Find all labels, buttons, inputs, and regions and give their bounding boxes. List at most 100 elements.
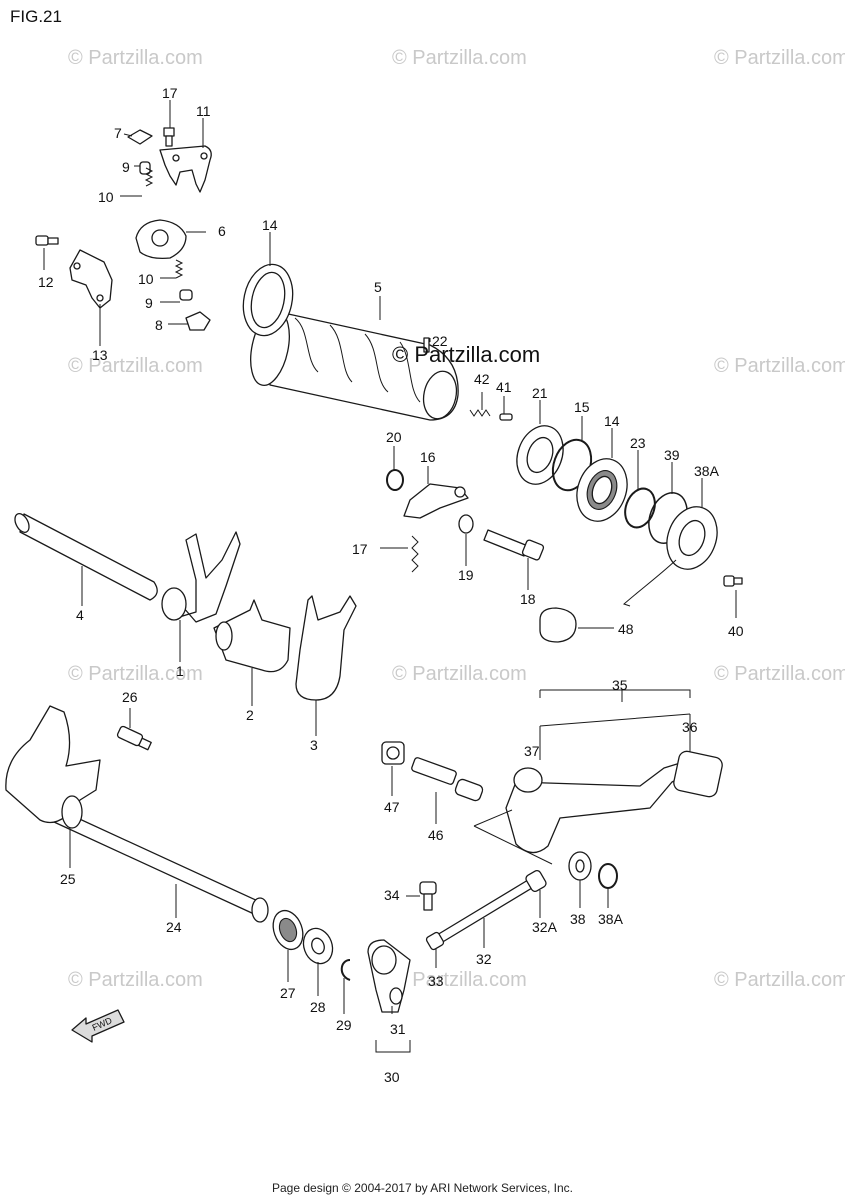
part-30-washer bbox=[302, 927, 334, 965]
callout-21: 19 bbox=[458, 567, 474, 583]
part-21-washer bbox=[458, 514, 474, 534]
part-7-plate bbox=[127, 129, 153, 145]
part-19-spring bbox=[411, 535, 419, 573]
callout-4: 4 bbox=[76, 607, 84, 623]
callout-39: 38 bbox=[570, 911, 586, 927]
callout-3: 3 bbox=[310, 737, 318, 753]
callout-9-lower: 9 bbox=[145, 295, 153, 311]
part-10-spring bbox=[144, 167, 154, 187]
callout-8: 8 bbox=[155, 317, 163, 333]
callout-47: 47 bbox=[384, 799, 400, 815]
part-18-stopper bbox=[403, 483, 469, 519]
part-2-fork bbox=[213, 599, 291, 673]
callout-23: 21 bbox=[532, 385, 548, 401]
callout-41: 38A bbox=[694, 463, 720, 479]
callout-26: 24 bbox=[166, 919, 182, 935]
part-45-spring bbox=[469, 409, 491, 417]
part-23-cam-stopper bbox=[516, 425, 564, 485]
callout-11: 11 bbox=[196, 103, 211, 119]
part-29-bearing bbox=[272, 909, 304, 951]
part-12-bolt bbox=[35, 235, 59, 246]
callout-38A: 37 bbox=[524, 743, 540, 759]
callout-48: 48 bbox=[618, 621, 634, 637]
part-20-bolt bbox=[483, 529, 545, 561]
callout-19: 17 bbox=[352, 541, 368, 557]
part-24-pin bbox=[423, 337, 430, 353]
part-28-bolt bbox=[116, 725, 152, 751]
callout-30: 28 bbox=[310, 999, 326, 1015]
callout-25: 23 bbox=[630, 435, 646, 451]
callout-43: 40 bbox=[728, 623, 744, 639]
callout-9: 9 bbox=[122, 159, 130, 175]
callout-22: 20 bbox=[386, 429, 402, 445]
callout-7: 7 bbox=[114, 125, 122, 141]
part-14-bolt bbox=[163, 127, 175, 147]
part-4-shaft bbox=[14, 513, 158, 601]
watermark: © Partzilla.com bbox=[714, 663, 845, 685]
callout-labels: 7 17 11 9 10 6 12 10 9 8 13 14 5 22 42 4… bbox=[38, 85, 744, 1085]
part-1-fork bbox=[161, 531, 241, 623]
pedal-bracket-lines bbox=[473, 809, 553, 865]
figure-title: FIG.21 bbox=[10, 7, 62, 26]
part-16-bearing bbox=[576, 458, 628, 522]
watermark: © Partzilla.com bbox=[714, 355, 845, 377]
part-31-clip bbox=[340, 959, 351, 981]
callout-24: 22 bbox=[432, 333, 448, 349]
watermark: © Partzilla.com bbox=[68, 355, 203, 377]
callout-18: 16 bbox=[420, 449, 436, 465]
watermark: © Partzilla.com bbox=[68, 47, 203, 69]
callout-42: 39 bbox=[664, 447, 680, 463]
callout-20: 18 bbox=[520, 591, 536, 607]
part-13-plate bbox=[69, 249, 113, 309]
part-35-nut bbox=[425, 931, 445, 951]
callout-10: 10 bbox=[98, 189, 114, 205]
callout-40: 38A bbox=[598, 911, 624, 927]
callout-13: 13 bbox=[92, 347, 108, 363]
callout-28: 26 bbox=[122, 689, 138, 705]
part-15-bearing bbox=[242, 263, 294, 337]
part-44-pin bbox=[499, 413, 513, 421]
part-8-plate bbox=[185, 311, 211, 331]
callout-38: 36 bbox=[682, 719, 698, 735]
callout-1: 1 bbox=[176, 663, 184, 679]
part-26-gearshift-shaft bbox=[5, 705, 269, 923]
callout-32: 30 bbox=[384, 1069, 400, 1085]
callout-5: 5 bbox=[374, 279, 382, 295]
callout-15: 14 bbox=[262, 217, 278, 233]
watermarks: © Partzilla.com © Partzilla.com © Partzi… bbox=[68, 47, 845, 991]
part-41-cover bbox=[623, 506, 718, 607]
callout-45: 42 bbox=[474, 371, 490, 387]
center-watermark: © Partzilla.com bbox=[392, 342, 540, 367]
callout-16: 14 bbox=[604, 413, 620, 429]
part-46-pivot-bolt bbox=[411, 757, 484, 802]
callout-46: 46 bbox=[428, 827, 444, 843]
callout-17: 15 bbox=[574, 399, 590, 415]
watermark: © Partzilla.com bbox=[68, 663, 203, 685]
callout-12: 12 bbox=[38, 274, 54, 290]
fwd-arrow-icon: FWD bbox=[71, 1009, 125, 1043]
part-33-shift-rod bbox=[431, 879, 533, 947]
callout-32A: 31 bbox=[390, 1021, 406, 1037]
watermark: © Partzilla.com bbox=[68, 969, 203, 991]
part-22-circlip bbox=[386, 469, 404, 491]
part-10-spring-lower bbox=[174, 259, 184, 279]
callout-6: 6 bbox=[218, 223, 226, 239]
callout-31: 29 bbox=[336, 1017, 352, 1033]
watermark: © Partzilla.com bbox=[714, 969, 845, 991]
callout-37: 35 bbox=[612, 677, 628, 693]
part-43-bolt bbox=[723, 575, 743, 587]
part-34-joint bbox=[525, 870, 547, 892]
part-39-washer bbox=[568, 851, 592, 881]
watermark: © Partzilla.com bbox=[392, 663, 527, 685]
callout-34: 32A bbox=[532, 919, 558, 935]
watermark: © Partzilla.com bbox=[392, 47, 527, 69]
callout-29: 27 bbox=[280, 985, 296, 1001]
callout-10-lower: 10 bbox=[138, 271, 154, 287]
part-3-fork bbox=[295, 595, 357, 701]
callout-14: 17 bbox=[162, 85, 178, 101]
part-40-circlip bbox=[598, 863, 618, 889]
leader-lines bbox=[43, 100, 737, 1053]
part-47-nut bbox=[381, 741, 405, 765]
part-38-shift-pedal bbox=[505, 750, 723, 854]
